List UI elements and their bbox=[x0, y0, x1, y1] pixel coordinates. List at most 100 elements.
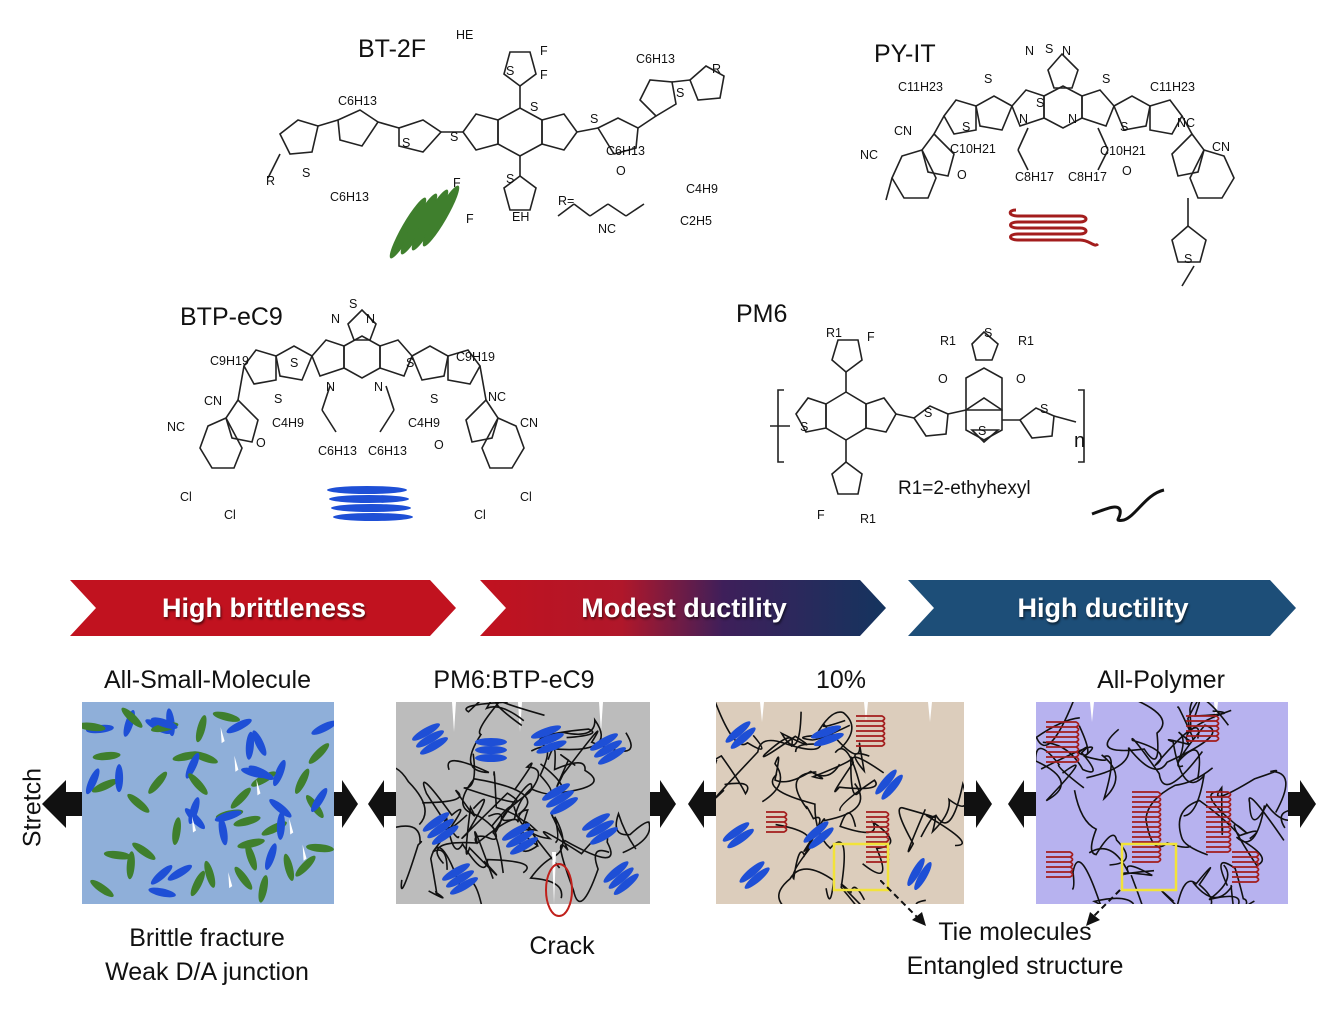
molecule-ellipse-icon bbox=[546, 790, 574, 808]
crack-slit bbox=[228, 872, 233, 889]
molecule-ellipse-icon bbox=[613, 873, 639, 895]
pyit-c10h21-left: C10H21 bbox=[950, 142, 996, 156]
caption-entangled-structure: Entangled structure bbox=[906, 952, 1124, 980]
coil-icon bbox=[766, 811, 788, 833]
pyit-n2: N bbox=[1062, 44, 1072, 58]
pyit-c10h21-right: C10H21 bbox=[1100, 144, 1146, 158]
polymer-chain-icon bbox=[501, 762, 540, 822]
pyit-n1: N bbox=[1025, 44, 1035, 58]
stretch-arrow-right-3-icon bbox=[964, 780, 992, 828]
molecule-ellipse-icon bbox=[91, 779, 118, 793]
btpec9-n4: N bbox=[374, 380, 384, 394]
molecule-ellipse-icon bbox=[276, 811, 285, 840]
molecule-ellipse-icon bbox=[914, 862, 932, 890]
molecule-ellipse-icon bbox=[115, 764, 124, 793]
molecule-ellipse-icon bbox=[725, 721, 751, 743]
polymer-chain-icon bbox=[1178, 799, 1258, 856]
molecule-ellipse-icon bbox=[536, 740, 567, 754]
polymer-chain-icon bbox=[920, 781, 964, 838]
highlight-box bbox=[832, 842, 890, 892]
molecule-ellipse-icon bbox=[127, 793, 150, 813]
panel-title-small-molecule: All-Small-Molecule bbox=[104, 666, 311, 694]
polymer-chain-icon bbox=[1161, 866, 1213, 904]
molecule-ellipse-icon bbox=[188, 797, 200, 825]
bt2f-group-c6h13-a: C6H13 bbox=[338, 94, 377, 108]
btpec9-cn-left: CN bbox=[204, 394, 223, 408]
btpec9-s2: S bbox=[406, 356, 415, 370]
coil-icon bbox=[1232, 851, 1260, 883]
caption-crack: Crack bbox=[529, 932, 595, 960]
highlight-box bbox=[1120, 842, 1178, 892]
molecule-ellipse-icon bbox=[92, 751, 121, 761]
pyit-o-left: O bbox=[957, 168, 967, 182]
pm6-repeat-n: n bbox=[1074, 430, 1086, 452]
btpec9-cl3: Cl bbox=[474, 508, 486, 522]
molecule-ellipse-icon bbox=[204, 860, 216, 888]
molecule-ellipse-icon bbox=[502, 823, 530, 841]
molecule-ellipse-icon bbox=[172, 817, 181, 846]
molecule-ellipse-icon bbox=[412, 723, 440, 741]
btpec9-n3: N bbox=[326, 380, 336, 394]
polymer-chain-icon bbox=[1088, 847, 1155, 877]
btpec9-c9h19-right: C9H19 bbox=[456, 350, 495, 364]
molecule-ellipse-icon bbox=[727, 828, 754, 849]
molecule-ellipse-icon bbox=[245, 731, 255, 760]
crack-slit bbox=[1090, 702, 1094, 722]
pyit-c11h23-right: C11H23 bbox=[1150, 80, 1195, 94]
molecule-ellipse-icon bbox=[450, 877, 478, 895]
polymer-chain-icon bbox=[1073, 790, 1127, 866]
btpec9-n1: N bbox=[331, 312, 341, 326]
molecule-ellipse-icon bbox=[881, 774, 903, 800]
btpec9-c4h9-left: C4H9 bbox=[272, 416, 304, 430]
polymer-chain-icon bbox=[396, 767, 426, 826]
molecule-ellipse-icon bbox=[590, 827, 618, 845]
polymer-chain-icon bbox=[834, 756, 885, 812]
panel-all-small-molecule bbox=[82, 702, 334, 904]
molecule-ellipse-icon bbox=[85, 768, 100, 795]
polymer-chain-icon bbox=[447, 702, 545, 774]
crack-slit bbox=[452, 702, 456, 732]
btpec9-c4h9-right: C4H9 bbox=[408, 416, 440, 430]
polymer-chain-icon bbox=[1131, 727, 1204, 786]
crack-ring-icon bbox=[545, 863, 573, 917]
polymer-chain-icon bbox=[1192, 864, 1240, 904]
molecule-ellipse-icon bbox=[264, 843, 277, 870]
stretch-arrow-right-2-icon bbox=[650, 780, 676, 828]
btpec9-nc-left: NC bbox=[167, 420, 186, 434]
pm6-r1-c: R1 bbox=[1018, 334, 1034, 348]
banner-modest-ductility-label: Modest ductility bbox=[581, 593, 787, 623]
molecule-ellipse-icon bbox=[739, 861, 765, 883]
polymer-chain-icon bbox=[1071, 861, 1143, 904]
molecule-ellipse-icon bbox=[722, 822, 750, 842]
crack-slit bbox=[760, 702, 764, 722]
crack-slit bbox=[220, 727, 225, 744]
pyit-s1: S bbox=[984, 72, 993, 86]
pm6-r1-note: R1=2-ethyhexyl bbox=[898, 478, 1031, 499]
banner-modest-ductility: Modest ductility bbox=[480, 580, 888, 640]
molecule-ellipse-icon bbox=[126, 851, 135, 880]
molecule-ellipse-icon bbox=[603, 861, 629, 883]
bt2f-group-f3: F bbox=[453, 176, 461, 190]
polymer-chain-icon bbox=[1040, 746, 1117, 802]
banner-high-brittleness: High brittleness bbox=[70, 580, 458, 640]
caption-brittle-fracture: Brittle fracture bbox=[129, 924, 285, 952]
pyit-structure-icon bbox=[885, 52, 1235, 287]
bt2f-group-eh: EH bbox=[512, 210, 530, 224]
bt2f-s4: S bbox=[506, 172, 515, 186]
polymer-chain-icon bbox=[513, 806, 612, 859]
bt2f-group-c2h5: C2H5 bbox=[680, 214, 712, 228]
polymer-chain-icon bbox=[461, 753, 518, 839]
molecule-ellipse-icon bbox=[188, 773, 208, 795]
pm6-r1-d: R1 bbox=[860, 512, 876, 526]
crack-slit bbox=[256, 779, 261, 796]
pyit-nc-right: NC bbox=[1177, 116, 1196, 130]
btpec9-c6h13-left: C6H13 bbox=[318, 444, 357, 458]
molecule-ellipse-icon bbox=[442, 863, 470, 881]
molecule-ellipse-icon bbox=[294, 768, 310, 794]
molecule-ellipse-icon bbox=[148, 887, 176, 898]
molecule-ellipse-icon bbox=[875, 769, 897, 795]
molecule-ellipse-icon bbox=[533, 732, 564, 747]
molecule-ellipse-icon bbox=[475, 754, 507, 762]
molecule-ellipse-icon bbox=[427, 818, 454, 839]
bt2f-s3: S bbox=[530, 100, 539, 114]
